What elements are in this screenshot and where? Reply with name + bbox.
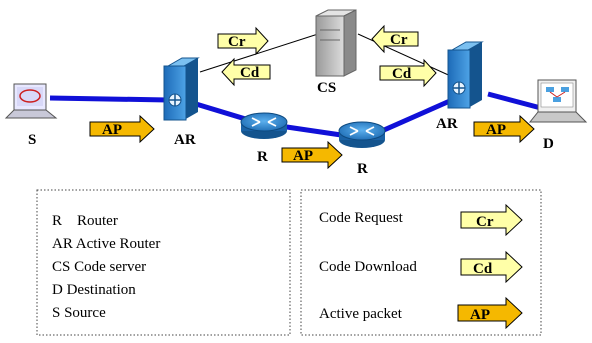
label-ar-right: AR: [436, 116, 458, 132]
arrow-cr-right: Cr: [371, 24, 419, 54]
arrow-cd-right-label: Cd: [392, 66, 412, 82]
arrow-ap-dest: AP: [473, 114, 535, 144]
arrow-ap-source: AP: [89, 114, 155, 144]
arrow-cr-left: Cr: [217, 26, 269, 56]
router-left-icon: [240, 112, 288, 139]
legend-ap-arrow-label: AP: [470, 307, 490, 323]
code-server-icon: [315, 9, 357, 77]
legend-cd-arrow: Cd: [460, 250, 523, 284]
legend-left-item: S Source: [52, 305, 106, 321]
arrow-ap-source-label: AP: [102, 122, 122, 138]
legend-left-item: AR Active Router: [52, 236, 160, 252]
link-router-router: [279, 123, 349, 139]
active-router-left-icon: [163, 57, 200, 121]
label-router-right: R: [357, 161, 368, 177]
legend-active-packet-label: Active packet: [319, 306, 403, 322]
arrow-cd-left: Cd: [221, 57, 271, 87]
link-s-ar: [49, 95, 169, 103]
legend-left-item: CS Code server: [52, 259, 146, 275]
link-cs-ar-left: [199, 33, 319, 73]
legend-cr-arrow: Cr: [460, 203, 523, 237]
label-router-left: R: [257, 149, 268, 165]
arrow-cr-left-label: Cr: [228, 34, 246, 50]
router-right-icon: [338, 121, 386, 148]
network-links: [49, 33, 557, 139]
legend-code-download-label: Code Download: [319, 259, 417, 275]
legend-code-request-label: Code Request: [319, 210, 404, 226]
label-ar-left: AR: [174, 132, 196, 148]
arrow-cr-right-label: Cr: [390, 32, 408, 48]
legend-left-item: R Router: [52, 213, 118, 229]
legend-left-box: [36, 189, 291, 336]
arrow-cd-right: Cd: [379, 58, 437, 88]
label-cs: CS: [317, 80, 336, 96]
source-computer-icon: [4, 83, 58, 119]
arrow-ap-routers: AP: [281, 140, 343, 170]
legend-cd-arrow-label: Cd: [473, 261, 493, 277]
destination-computer-icon: [528, 79, 588, 123]
arrow-ap-routers-label: AP: [293, 148, 313, 164]
active-router-right-icon: [447, 41, 484, 109]
legend-cr-arrow-label: Cr: [476, 214, 494, 230]
legend-right-box: [300, 189, 542, 336]
label-destination: D: [543, 136, 554, 152]
link-router-ar: [382, 97, 454, 133]
arrow-ap-dest-label: AP: [486, 122, 506, 138]
legend-left-item: D Destination: [52, 282, 136, 298]
legend-ap-arrow: AP: [457, 296, 523, 330]
arrow-cd-left-label: Cd: [240, 65, 260, 81]
label-source: S: [28, 132, 36, 148]
